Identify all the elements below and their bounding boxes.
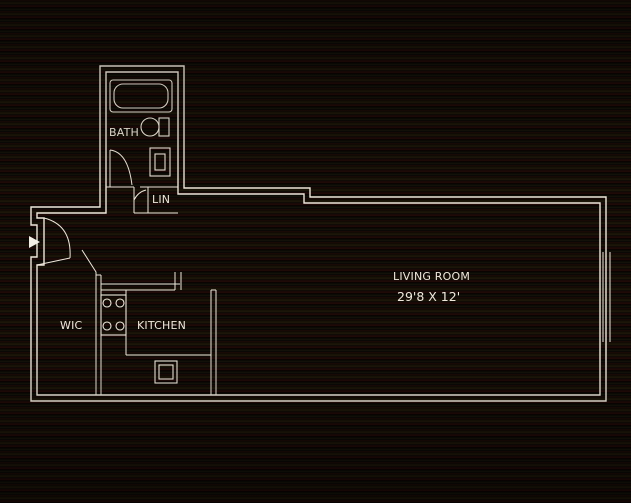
- exterior-walls: [30, 65, 607, 402]
- bath-door-icon: [109, 149, 133, 187]
- kitchen-sink-icon: [154, 360, 178, 384]
- bathtub-icon: [109, 79, 173, 113]
- sink-icon: [149, 147, 171, 177]
- bath-label: BATH: [109, 126, 139, 139]
- linen-label: LIN: [152, 193, 170, 206]
- window-icon: [602, 252, 611, 342]
- kitchen-partitions: [81, 249, 217, 395]
- bath-partitions: [106, 186, 178, 214]
- living-room-dimensions: 29'8 X 12': [397, 289, 460, 304]
- kitchen-label: KITCHEN: [137, 319, 186, 332]
- toilet-icon: [140, 117, 170, 137]
- wic-label: WIC: [60, 319, 83, 332]
- linen-door-icon: [133, 189, 147, 201]
- entry-door-icon: [36, 217, 71, 266]
- stove-icon: [100, 294, 127, 336]
- living-room-label: LIVING ROOM: [393, 270, 470, 283]
- entry-arrow-icon: [29, 236, 40, 248]
